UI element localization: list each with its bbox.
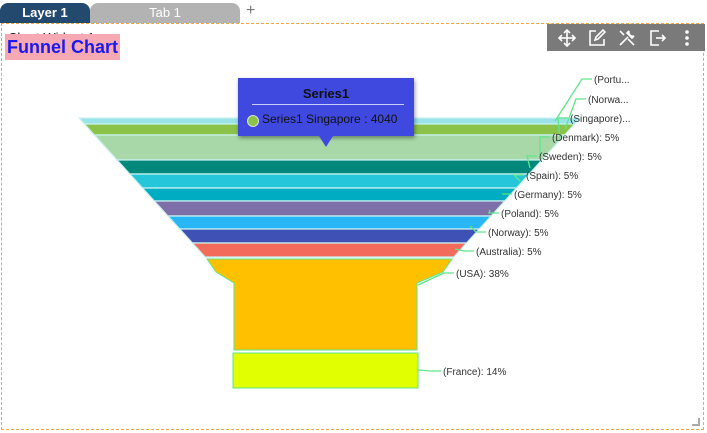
label-connector: [417, 369, 441, 372]
data-label: (Portu...: [594, 75, 630, 86]
chart-tooltip: Series1 Series1 Singapore : 4040: [238, 78, 414, 147]
data-label: (Norway): 5%: [488, 228, 549, 239]
data-label: (Norwa...: [588, 95, 629, 106]
data-label: (Sweden): 5%: [539, 152, 602, 163]
data-label: (USA): 38%: [456, 269, 509, 280]
label-connector: [554, 78, 592, 122]
tooltip-series-marker: [247, 115, 259, 127]
data-label: (Denmark): 5%: [552, 133, 619, 144]
label-connector: [539, 136, 550, 156]
label-connector: [469, 225, 486, 233]
add-tab-button[interactable]: +: [246, 2, 256, 19]
tooltip-divider: [252, 104, 404, 105]
data-label: (Germany): 5%: [514, 190, 582, 201]
funnel-segment[interactable]: [232, 352, 419, 389]
data-label: (France): 14%: [443, 367, 506, 378]
data-label: (Spain): 5%: [526, 171, 578, 182]
export-icon[interactable]: [647, 28, 667, 48]
funnel-segment[interactable]: [128, 173, 531, 189]
funnel-segment[interactable]: [206, 258, 453, 351]
tab-bar: Layer 1 Tab 1 +: [0, 0, 707, 23]
widget-toolbar: [547, 24, 705, 51]
label-connector: [512, 174, 524, 182]
more-icon[interactable]: [677, 28, 697, 48]
data-label: (Poland): 5%: [501, 209, 559, 220]
chart-title: Funnel Chart: [5, 34, 120, 60]
edit-icon[interactable]: [587, 28, 607, 48]
label-connector: [417, 272, 454, 286]
label-connector: [557, 117, 568, 141]
data-label: (Australia): 5%: [476, 247, 542, 258]
tab-tab-1[interactable]: Tab 1: [90, 3, 240, 23]
funnel-segment[interactable]: [178, 228, 481, 244]
tooltip-title: Series1: [302, 86, 350, 101]
move-icon[interactable]: [557, 28, 577, 48]
funnel-segment[interactable]: [152, 200, 507, 217]
funnel-segment[interactable]: [115, 159, 544, 175]
data-label: (Singapore)...: [570, 114, 631, 125]
tab-layer-1[interactable]: Layer 1: [0, 3, 90, 23]
label-connector: [564, 98, 586, 130]
label-connector: [526, 155, 537, 169]
funnel-segment[interactable]: [166, 215, 493, 230]
tools-icon[interactable]: [617, 28, 637, 48]
resize-handle[interactable]: [692, 418, 700, 426]
funnel-segment[interactable]: [191, 242, 468, 258]
tooltip-text: Series1 Singapore : 4040: [262, 112, 398, 126]
funnel-segment[interactable]: [141, 187, 518, 202]
label-connector: [488, 209, 499, 214]
label-connector: [454, 248, 474, 252]
